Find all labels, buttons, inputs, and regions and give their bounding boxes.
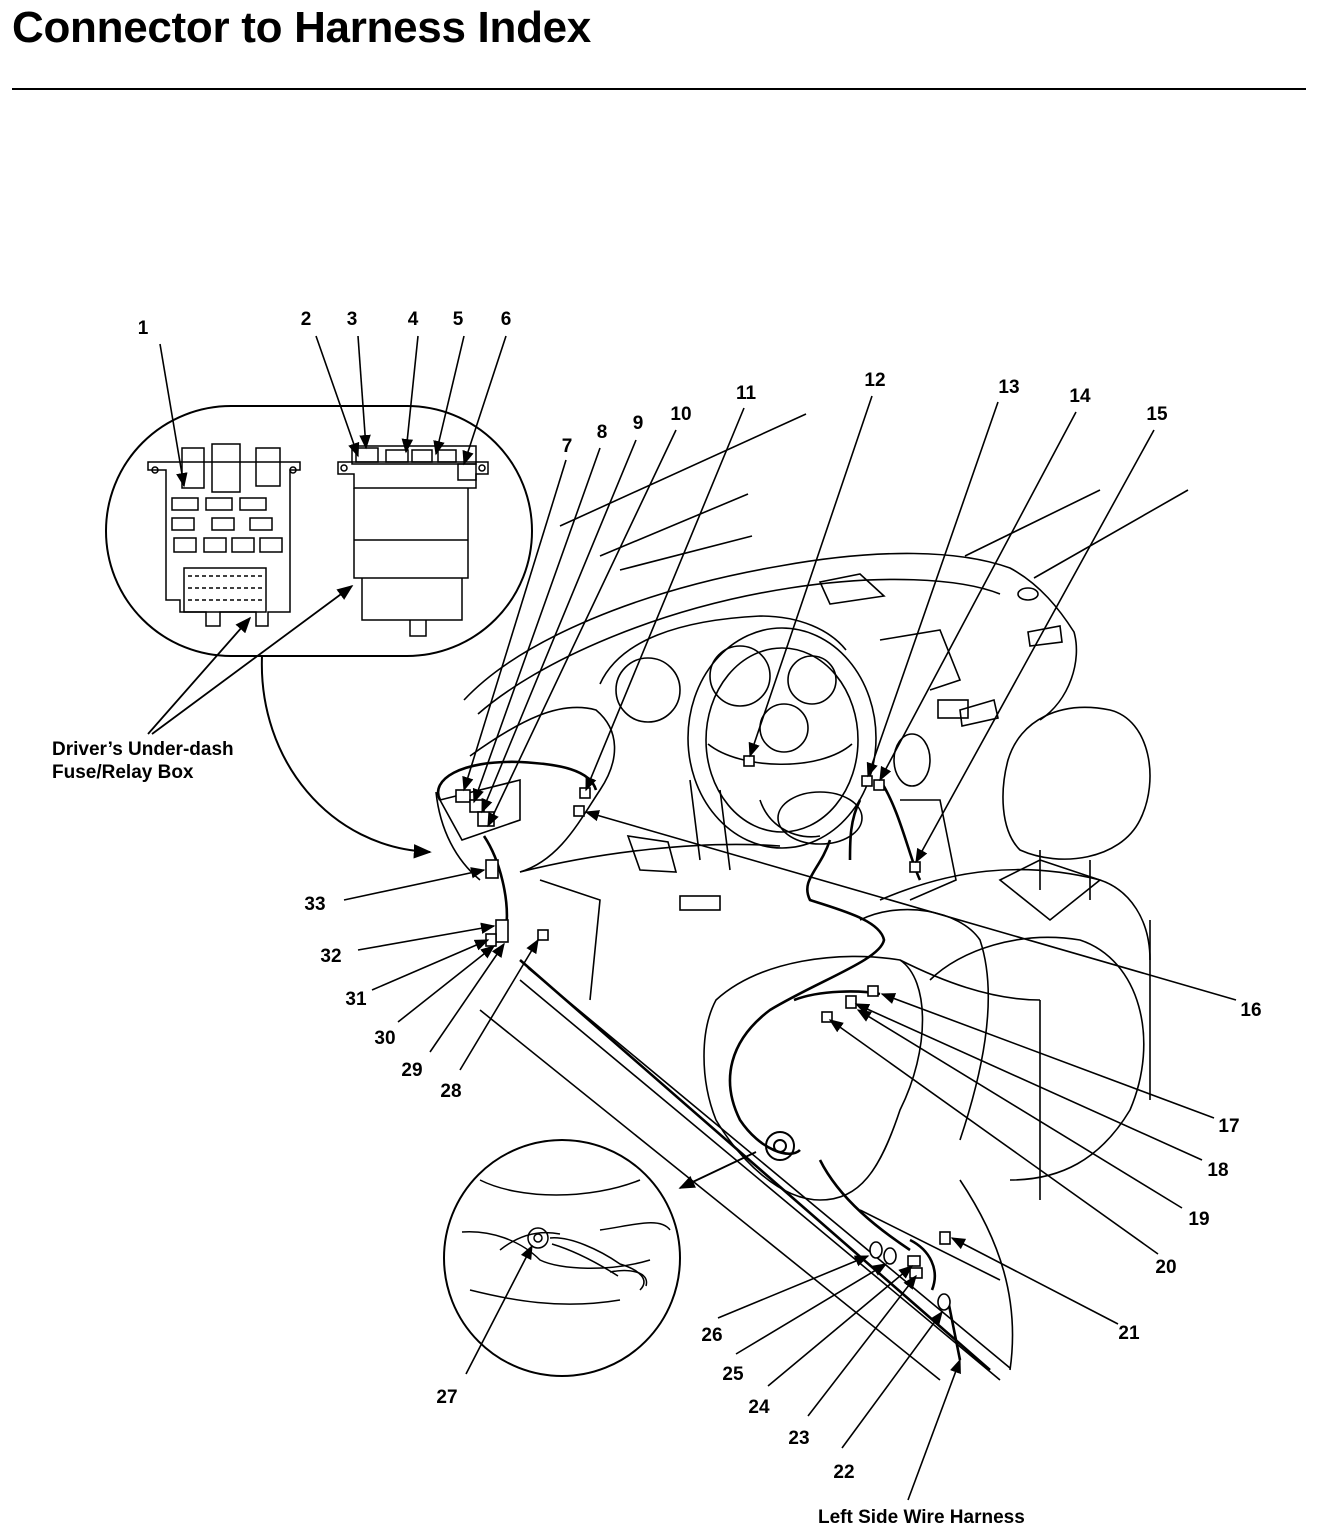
callout-1: 1 [138,318,149,339]
callout-26: 26 [701,1325,722,1346]
callout-32: 32 [320,946,341,967]
callout-18: 18 [1207,1160,1228,1181]
callout-19: 19 [1188,1209,1209,1230]
ground-inset [443,1139,681,1377]
callout-10: 10 [670,404,691,425]
vehicle-interior-outline [435,413,1189,1381]
callout-27: 27 [436,1387,457,1408]
leader-lines [159,335,1237,1501]
callout-8: 8 [597,422,608,443]
inset-pointer-curve [260,655,432,859]
fuse-box-caption-line1: Driver’s Under-dash [52,739,234,760]
callout-2: 2 [301,309,312,330]
callout-29: 29 [401,1060,422,1081]
wire-harness-routing [436,760,991,1371]
callout-3: 3 [347,309,358,330]
callout-23: 23 [788,1428,809,1449]
callout-33: 33 [304,894,325,915]
callout-16: 16 [1240,1000,1261,1021]
callout-numbers: 1 2 3 4 5 6 7 8 9 10 11 12 13 14 15 16 1… [138,309,1262,1483]
callout-30: 30 [374,1028,395,1049]
callout-14: 14 [1069,386,1091,407]
fuse-box-arrows [147,585,354,735]
callout-31: 31 [345,989,367,1010]
callout-28: 28 [440,1081,461,1102]
callout-7: 7 [562,436,573,457]
callout-24: 24 [748,1397,770,1418]
page-title: Connector to Harness Index [12,3,591,52]
connectors [455,755,951,1311]
callout-22: 22 [833,1462,854,1483]
callout-6: 6 [501,309,512,330]
callout-12: 12 [864,370,885,391]
callout-20: 20 [1155,1257,1176,1278]
callout-9: 9 [633,413,644,434]
callout-17: 17 [1218,1116,1239,1137]
ground-inset-arrow [678,1151,757,1189]
callout-13: 13 [998,377,1019,398]
left-side-harness-caption: Left Side Wire Harness [818,1507,1025,1528]
callout-11: 11 [736,383,757,404]
callout-15: 15 [1146,404,1168,425]
fuse-box-inset [105,405,533,657]
fuse-box-front-view [147,443,301,627]
callout-21: 21 [1118,1323,1140,1344]
fuse-box-caption-line2: Fuse/Relay Box [52,762,194,783]
callout-25: 25 [722,1364,744,1385]
ground-bolt [765,1131,795,1161]
relay-box-side-view [337,445,489,637]
callout-5: 5 [453,309,464,330]
callout-4: 4 [408,309,419,330]
title-rule [12,88,1306,90]
